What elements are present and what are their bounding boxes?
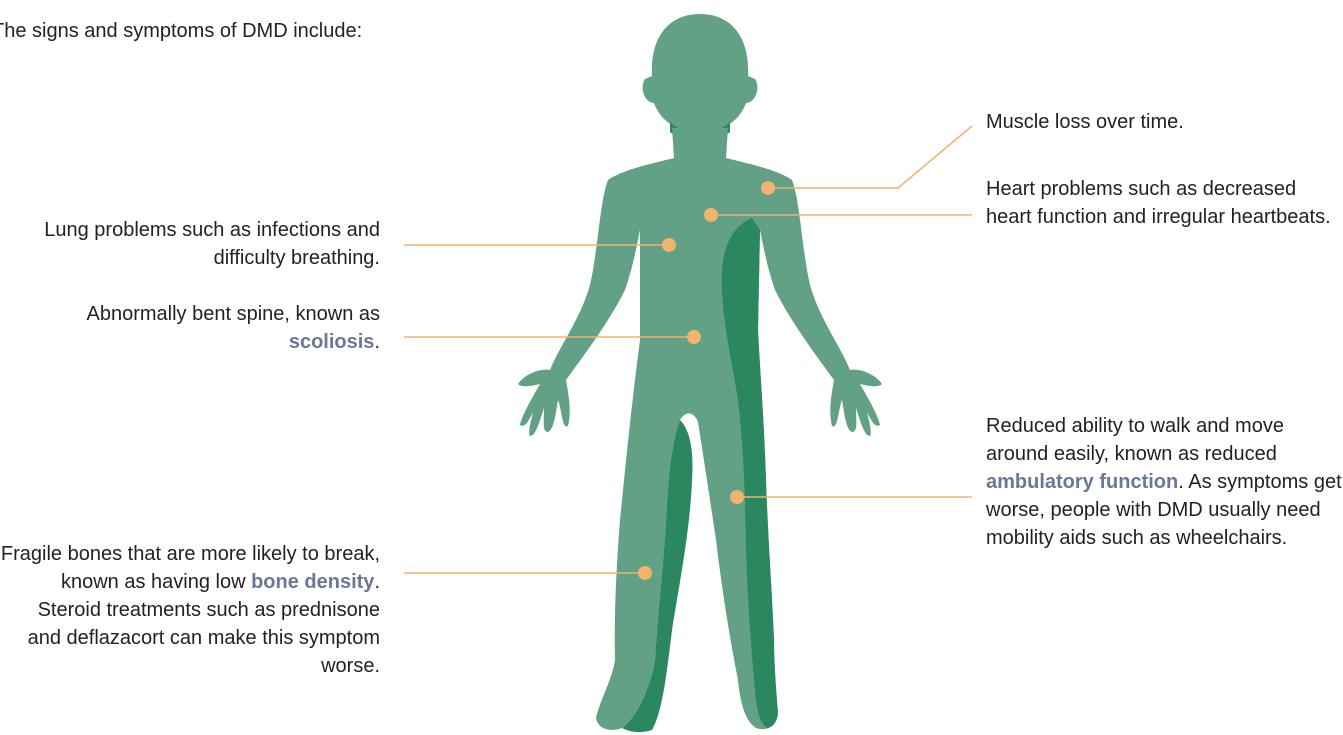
lung-problems-text: Lung problems such as infections and dif… (44, 219, 380, 269)
muscle-loss-text: Muscle loss over time. (986, 111, 1184, 133)
scoliosis-text-after: . (374, 331, 380, 353)
lung-problems-label: Lung problems such as infections and dif… (0, 216, 380, 272)
walk-pointer-dot (730, 490, 744, 504)
scoliosis-text-before: Abnormally bent spine, known as (87, 303, 381, 325)
torso-and-limbs (518, 128, 882, 730)
heart-problems-label: Heart problems such as decreased heart f… (986, 175, 1336, 231)
muscle-pointer-line (768, 126, 972, 188)
ambulatory-text-before: Reduced ability to walk and move around … (986, 415, 1284, 465)
heart-pointer-dot (704, 208, 718, 222)
spine-pointer-dot (687, 330, 701, 344)
ambulatory-function-term: ambulatory function (986, 471, 1178, 493)
scoliosis-label: Abnormally bent spine, known as scoliosi… (0, 300, 380, 356)
muscle-pointer-dot (761, 181, 775, 195)
human-silhouette (518, 14, 882, 732)
bones-pointer-dot (638, 566, 652, 580)
muscle-loss-label: Muscle loss over time. (986, 108, 1336, 136)
bone-density-label: Fragile bones that are more likely to br… (0, 540, 380, 680)
ambulatory-function-label: Reduced ability to walk and move around … (986, 412, 1343, 552)
lung-pointer-dot (662, 238, 676, 252)
head-shape (643, 14, 758, 133)
heart-problems-text: Heart problems such as decreased heart f… (986, 178, 1331, 228)
scoliosis-term: scoliosis (289, 331, 375, 353)
bone-density-term: bone density (251, 571, 374, 593)
